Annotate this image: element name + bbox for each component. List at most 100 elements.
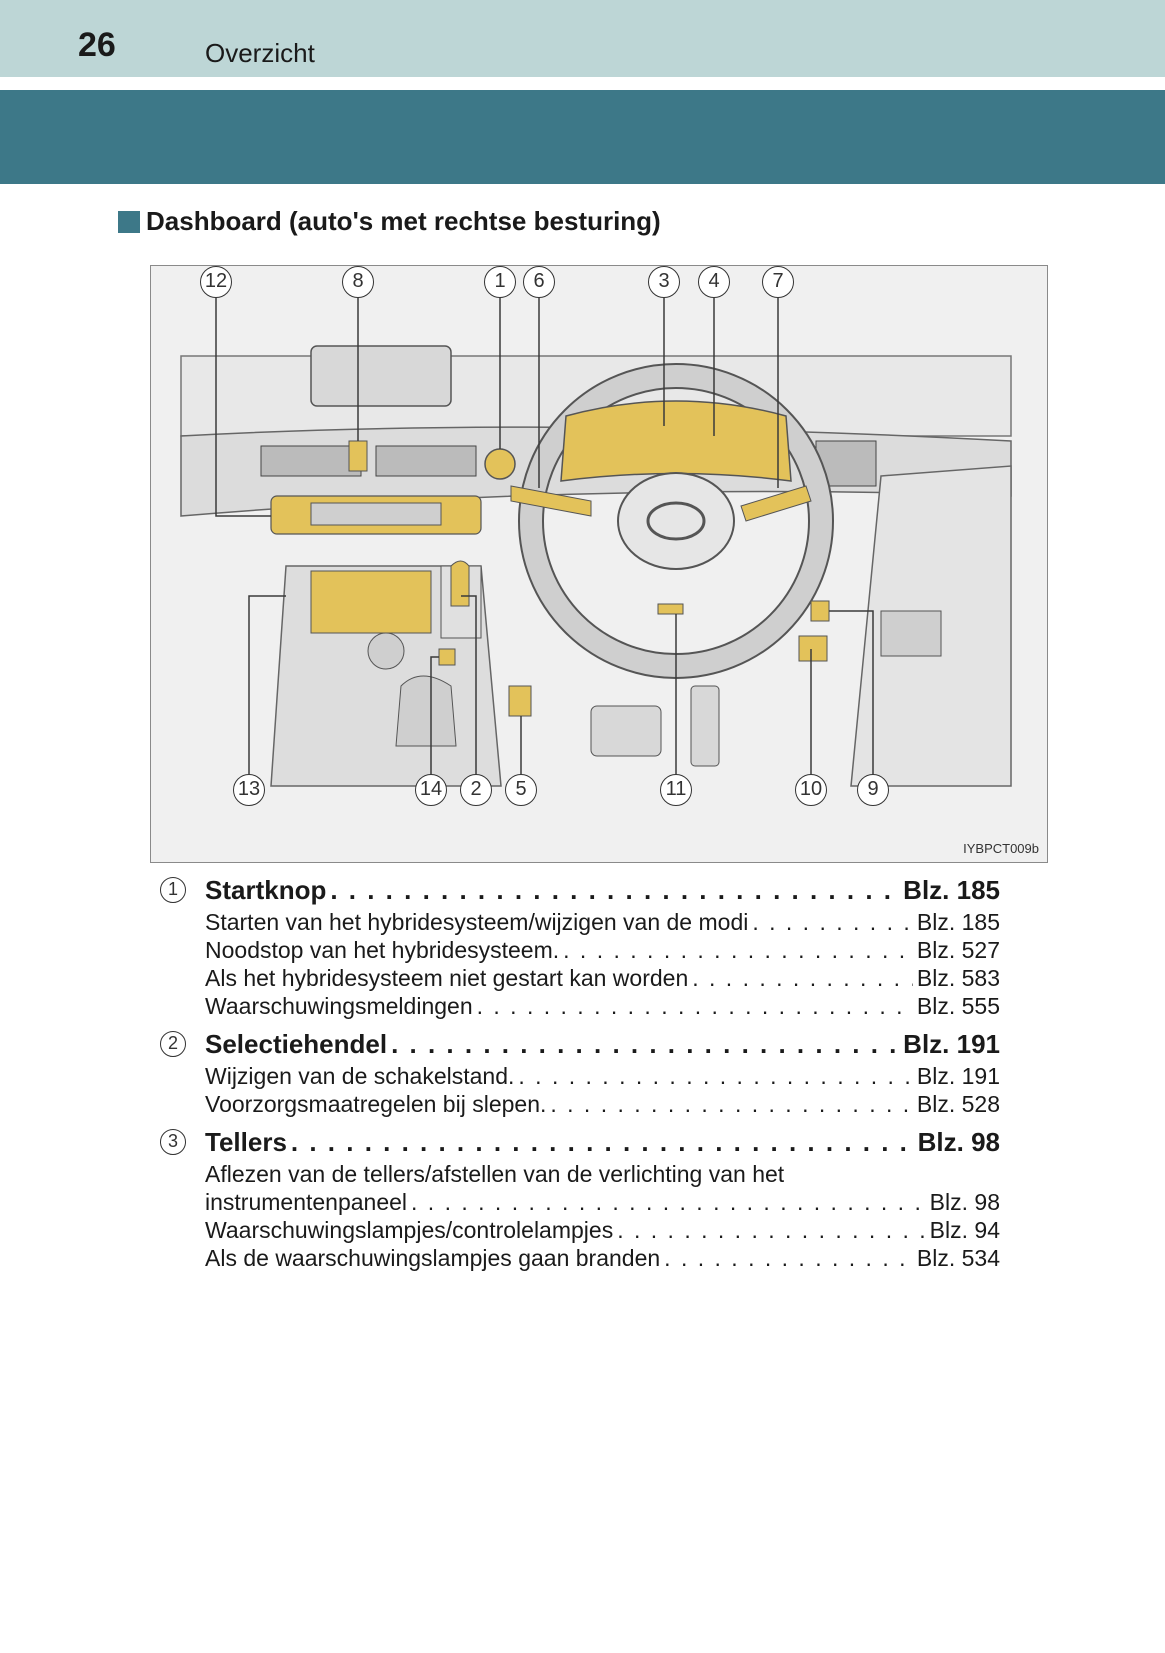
chapter-title: Overzicht [205, 38, 315, 68]
sub-page-ref: Blz. 527 [916, 937, 1000, 963]
leader-dots: . . . . . . . . . . . . . . . . . . . . … [330, 875, 899, 905]
legend-number: 3 [160, 1129, 186, 1155]
sub-page-ref: Blz. 528 [916, 1091, 1000, 1117]
right-stalk [740, 485, 812, 522]
window-switches [880, 610, 942, 657]
audio-panel [310, 570, 432, 634]
legend-page-ref: Blz. 185 [903, 875, 1000, 905]
callout-14: 14 [415, 774, 447, 806]
legend-title: Tellers [205, 1127, 287, 1157]
leader-dots: . . . . . . . . . . . . . . . . . . . . … [476, 993, 913, 1019]
legend-list: 1 Startknop . . . . . . . . . . . . . . … [160, 875, 1000, 1281]
sub-label: instrumentenpaneel [205, 1189, 408, 1215]
legend-sub-row: Als het hybridesysteem niet gestart kan … [205, 965, 1000, 993]
hazard-switch [348, 440, 368, 472]
sub-label: Starten van het hybridesysteem/wijzigen … [205, 909, 749, 935]
leader-dots: . . . . . . . . . . . . . . . . . . . . … [752, 909, 913, 935]
legend-item-3: 3 Tellers . . . . . . . . . . . . . . . … [160, 1127, 1000, 1273]
leader-dots: . . . . . . . . . . . . . . . . . . . . … [563, 937, 913, 963]
callout-6: 6 [523, 266, 555, 298]
leader-dots: . . . . . . . . . . . . . . . . . . . . … [664, 1245, 913, 1271]
sub-page-ref: Blz. 94 [929, 1217, 1000, 1243]
dashboard-illustration [180, 298, 1012, 787]
callout-2: 2 [460, 774, 492, 806]
leader-dots: . . . . . . . . . . . . . . . . . . . . … [290, 1127, 914, 1157]
callout-9: 9 [857, 774, 889, 806]
leader-dots: . . . . . . . . . . . . . . . . . . . . … [617, 1217, 925, 1243]
legend-main-row: Startknop . . . . . . . . . . . . . . . … [205, 875, 1000, 909]
callout-5: 5 [505, 774, 537, 806]
sub-label: Als de waarschuwingslampjes gaan branden [205, 1245, 661, 1271]
left-stalk [510, 485, 592, 517]
figure-code: IYBPCT009b [963, 841, 1039, 856]
section-band [0, 90, 1165, 184]
header-divider [0, 77, 1165, 90]
brand-logo-mark [646, 501, 706, 541]
mirror-switch [810, 600, 830, 622]
callout-10: 10 [795, 774, 827, 806]
sub-label: Waarschuwingsmeldingen [205, 993, 473, 1019]
legend-sub-row: Waarschuwingslampjes/controlelampjes . .… [205, 1217, 1000, 1245]
leader-dots: . . . . . . . . . . . . . . . . . . . . … [550, 1091, 913, 1117]
sub-label: Als het hybridesysteem niet gestart kan … [205, 965, 689, 991]
sub-page-ref: Blz. 185 [916, 909, 1000, 935]
left-vent [260, 445, 362, 477]
legend-title: Selectiehendel [205, 1029, 388, 1059]
shift-lever [450, 560, 470, 607]
legend-title: Startknop [205, 875, 327, 905]
parking-brake-pedal [508, 685, 532, 717]
legend-sub-row: Starten van het hybridesysteem/wijzigen … [205, 909, 1000, 937]
legend-sub-row: Als de waarschuwingslampjes gaan branden… [205, 1245, 1000, 1273]
climate-display [310, 502, 442, 526]
sub-page-ref: Blz. 534 [916, 1245, 1000, 1271]
sub-page-ref: Blz. 555 [916, 993, 1000, 1019]
meter-cluster [560, 400, 792, 482]
legend-sub-row: Wijzigen van de schakelstand. . . . . . … [205, 1063, 1000, 1091]
start-button-illustration [484, 448, 516, 480]
callout-8: 8 [342, 266, 374, 298]
legend-page-ref: Blz. 191 [903, 1029, 1000, 1059]
sub-label: Voorzorgsmaatregelen bij slepen. [205, 1091, 547, 1117]
sub-label: Waarschuwingslampjes/controlelampjes [205, 1217, 614, 1243]
header-band [0, 0, 1165, 77]
sub-page-ref: Blz. 583 [916, 965, 1000, 991]
tilt-lever [657, 603, 684, 615]
center-vent [375, 445, 477, 477]
brake-pedal [590, 705, 662, 757]
page-number: 26 [78, 26, 116, 64]
callout-4: 4 [698, 266, 730, 298]
leader-dots: . . . . . . . . . . . . . . . . . . . . … [391, 1029, 899, 1059]
sub-page-ref: Blz. 191 [916, 1063, 1000, 1089]
section-heading: Dashboard (auto's met rechtse besturing) [118, 206, 661, 237]
cup-holder [395, 675, 457, 747]
legend-item-1: 1 Startknop . . . . . . . . . . . . . . … [160, 875, 1000, 1021]
legend-sub-row: Noodstop van het hybridesysteem. . . . .… [205, 937, 1000, 965]
hood-lever [798, 635, 828, 662]
leader-dots: . . . . . . . . . . . . . . . . . . . . … [692, 965, 913, 991]
callout-3: 3 [648, 266, 680, 298]
accelerator-pedal [690, 685, 720, 767]
legend-main-row: Selectiehendel . . . . . . . . . . . . .… [205, 1029, 1000, 1063]
sub-label: Noodstop van het hybridesysteem. [205, 937, 560, 963]
legend-number: 1 [160, 877, 186, 903]
wheel-hub [617, 472, 735, 570]
sub-page-ref: Blz. 98 [929, 1189, 1000, 1215]
display-screen [310, 345, 452, 407]
leader-dots: . . . . . . . . . . . . . . . . . . . . … [411, 1189, 926, 1215]
legend-main-row: Tellers . . . . . . . . . . . . . . . . … [205, 1127, 1000, 1161]
section-square-icon [118, 210, 140, 233]
leader-dots: . . . . . . . . . . . . . . . . . . . . … [518, 1063, 913, 1089]
legend-sub-row: Waarschuwingsmeldingen . . . . . . . . .… [205, 993, 1000, 1021]
callout-7: 7 [762, 266, 794, 298]
legend-number: 2 [160, 1031, 186, 1057]
sub-label: Wijzigen van de schakelstand. [205, 1063, 515, 1089]
legend-item-2: 2 Selectiehendel . . . . . . . . . . . .… [160, 1029, 1000, 1119]
callout-1: 1 [484, 266, 516, 298]
callout-11: 11 [660, 774, 692, 806]
callout-13: 13 [233, 774, 265, 806]
legend-page-ref: Blz. 98 [917, 1127, 1000, 1157]
section-title-text: Dashboard (auto's met rechtse besturing) [146, 206, 661, 236]
leader-lines [215, 298, 874, 774]
legend-sub-row: Voorzorgsmaatregelen bij slepen. . . . .… [205, 1091, 1000, 1119]
